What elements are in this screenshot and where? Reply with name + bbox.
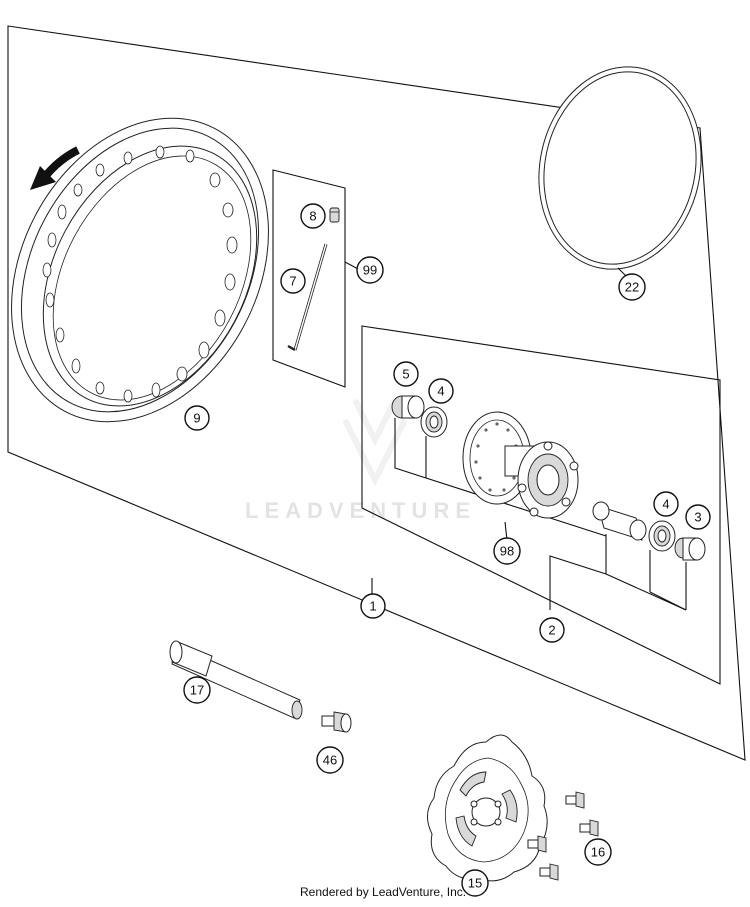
callout-8[interactable]: 8 xyxy=(300,203,326,229)
svg-text:7: 7 xyxy=(289,274,296,289)
spacer-part-3[interactable] xyxy=(674,537,706,561)
disc-bolt-part[interactable] xyxy=(539,863,559,881)
callout-2[interactable]: 2 xyxy=(539,617,565,643)
callout-16[interactable]: 16 xyxy=(584,838,612,866)
callout-46[interactable]: 46 xyxy=(316,746,344,774)
spacer-part-5[interactable] xyxy=(391,395,425,419)
hub-assembly-frame xyxy=(361,325,721,685)
rim-tape-part[interactable] xyxy=(521,52,720,285)
assembly-frame xyxy=(7,25,746,761)
callout-3[interactable]: 3 xyxy=(685,504,711,530)
leader-2-tree xyxy=(549,555,687,611)
callout-17[interactable]: 17 xyxy=(183,676,211,704)
callout-1[interactable]: 1 xyxy=(360,593,386,619)
distance-sleeve-part[interactable] xyxy=(592,501,647,541)
svg-text:1: 1 xyxy=(369,599,376,614)
svg-text:16: 16 xyxy=(591,845,605,860)
callout-7[interactable]: 7 xyxy=(280,268,306,294)
callout-4-left[interactable]: 4 xyxy=(428,378,454,404)
svg-text:46: 46 xyxy=(323,753,337,768)
svg-text:9: 9 xyxy=(193,411,200,426)
leader-98 xyxy=(504,521,508,541)
arrow-head-icon xyxy=(30,166,56,190)
svg-text:8: 8 xyxy=(309,209,316,224)
axle-nut-part[interactable] xyxy=(321,711,352,733)
svg-text:4: 4 xyxy=(437,384,444,399)
svg-text:3: 3 xyxy=(694,510,701,525)
disc-bolt-part[interactable] xyxy=(579,819,599,837)
callout-15[interactable]: 15 xyxy=(461,869,489,897)
callout-5[interactable]: 5 xyxy=(393,361,419,387)
disc-bolt-part[interactable] xyxy=(565,791,585,809)
svg-text:17: 17 xyxy=(190,683,204,698)
callout-99[interactable]: 99 xyxy=(356,256,384,284)
spoke-part[interactable] xyxy=(287,243,328,352)
bearing-part-left[interactable] xyxy=(420,406,448,438)
callout-98[interactable]: 98 xyxy=(493,537,521,565)
svg-text:2: 2 xyxy=(548,623,555,638)
svg-text:22: 22 xyxy=(625,280,639,295)
svg-text:4: 4 xyxy=(662,497,669,512)
disc-bolt-part[interactable] xyxy=(527,835,547,853)
svg-text:99: 99 xyxy=(363,263,377,278)
watermark-text: LEADVENTURE xyxy=(245,498,476,523)
wheel-hub-part[interactable] xyxy=(462,411,579,519)
footer-credit: Rendered by LeadVenture, Inc. xyxy=(300,885,466,899)
brake-disc-part[interactable] xyxy=(427,734,548,882)
leader-2-join xyxy=(649,591,687,611)
svg-text:15: 15 xyxy=(468,876,482,891)
bearing-part-right[interactable] xyxy=(648,520,676,552)
rim-part[interactable] xyxy=(0,73,319,466)
callout-9[interactable]: 9 xyxy=(184,405,210,431)
callout-4-right[interactable]: 4 xyxy=(653,491,679,517)
svg-text:5: 5 xyxy=(402,367,409,382)
spoke-kit-frame xyxy=(272,169,346,388)
wheel-axle-part[interactable] xyxy=(169,640,303,720)
svg-text:98: 98 xyxy=(500,544,514,559)
callout-22[interactable]: 22 xyxy=(618,273,646,301)
spoke-nipple-part[interactable] xyxy=(329,207,340,223)
